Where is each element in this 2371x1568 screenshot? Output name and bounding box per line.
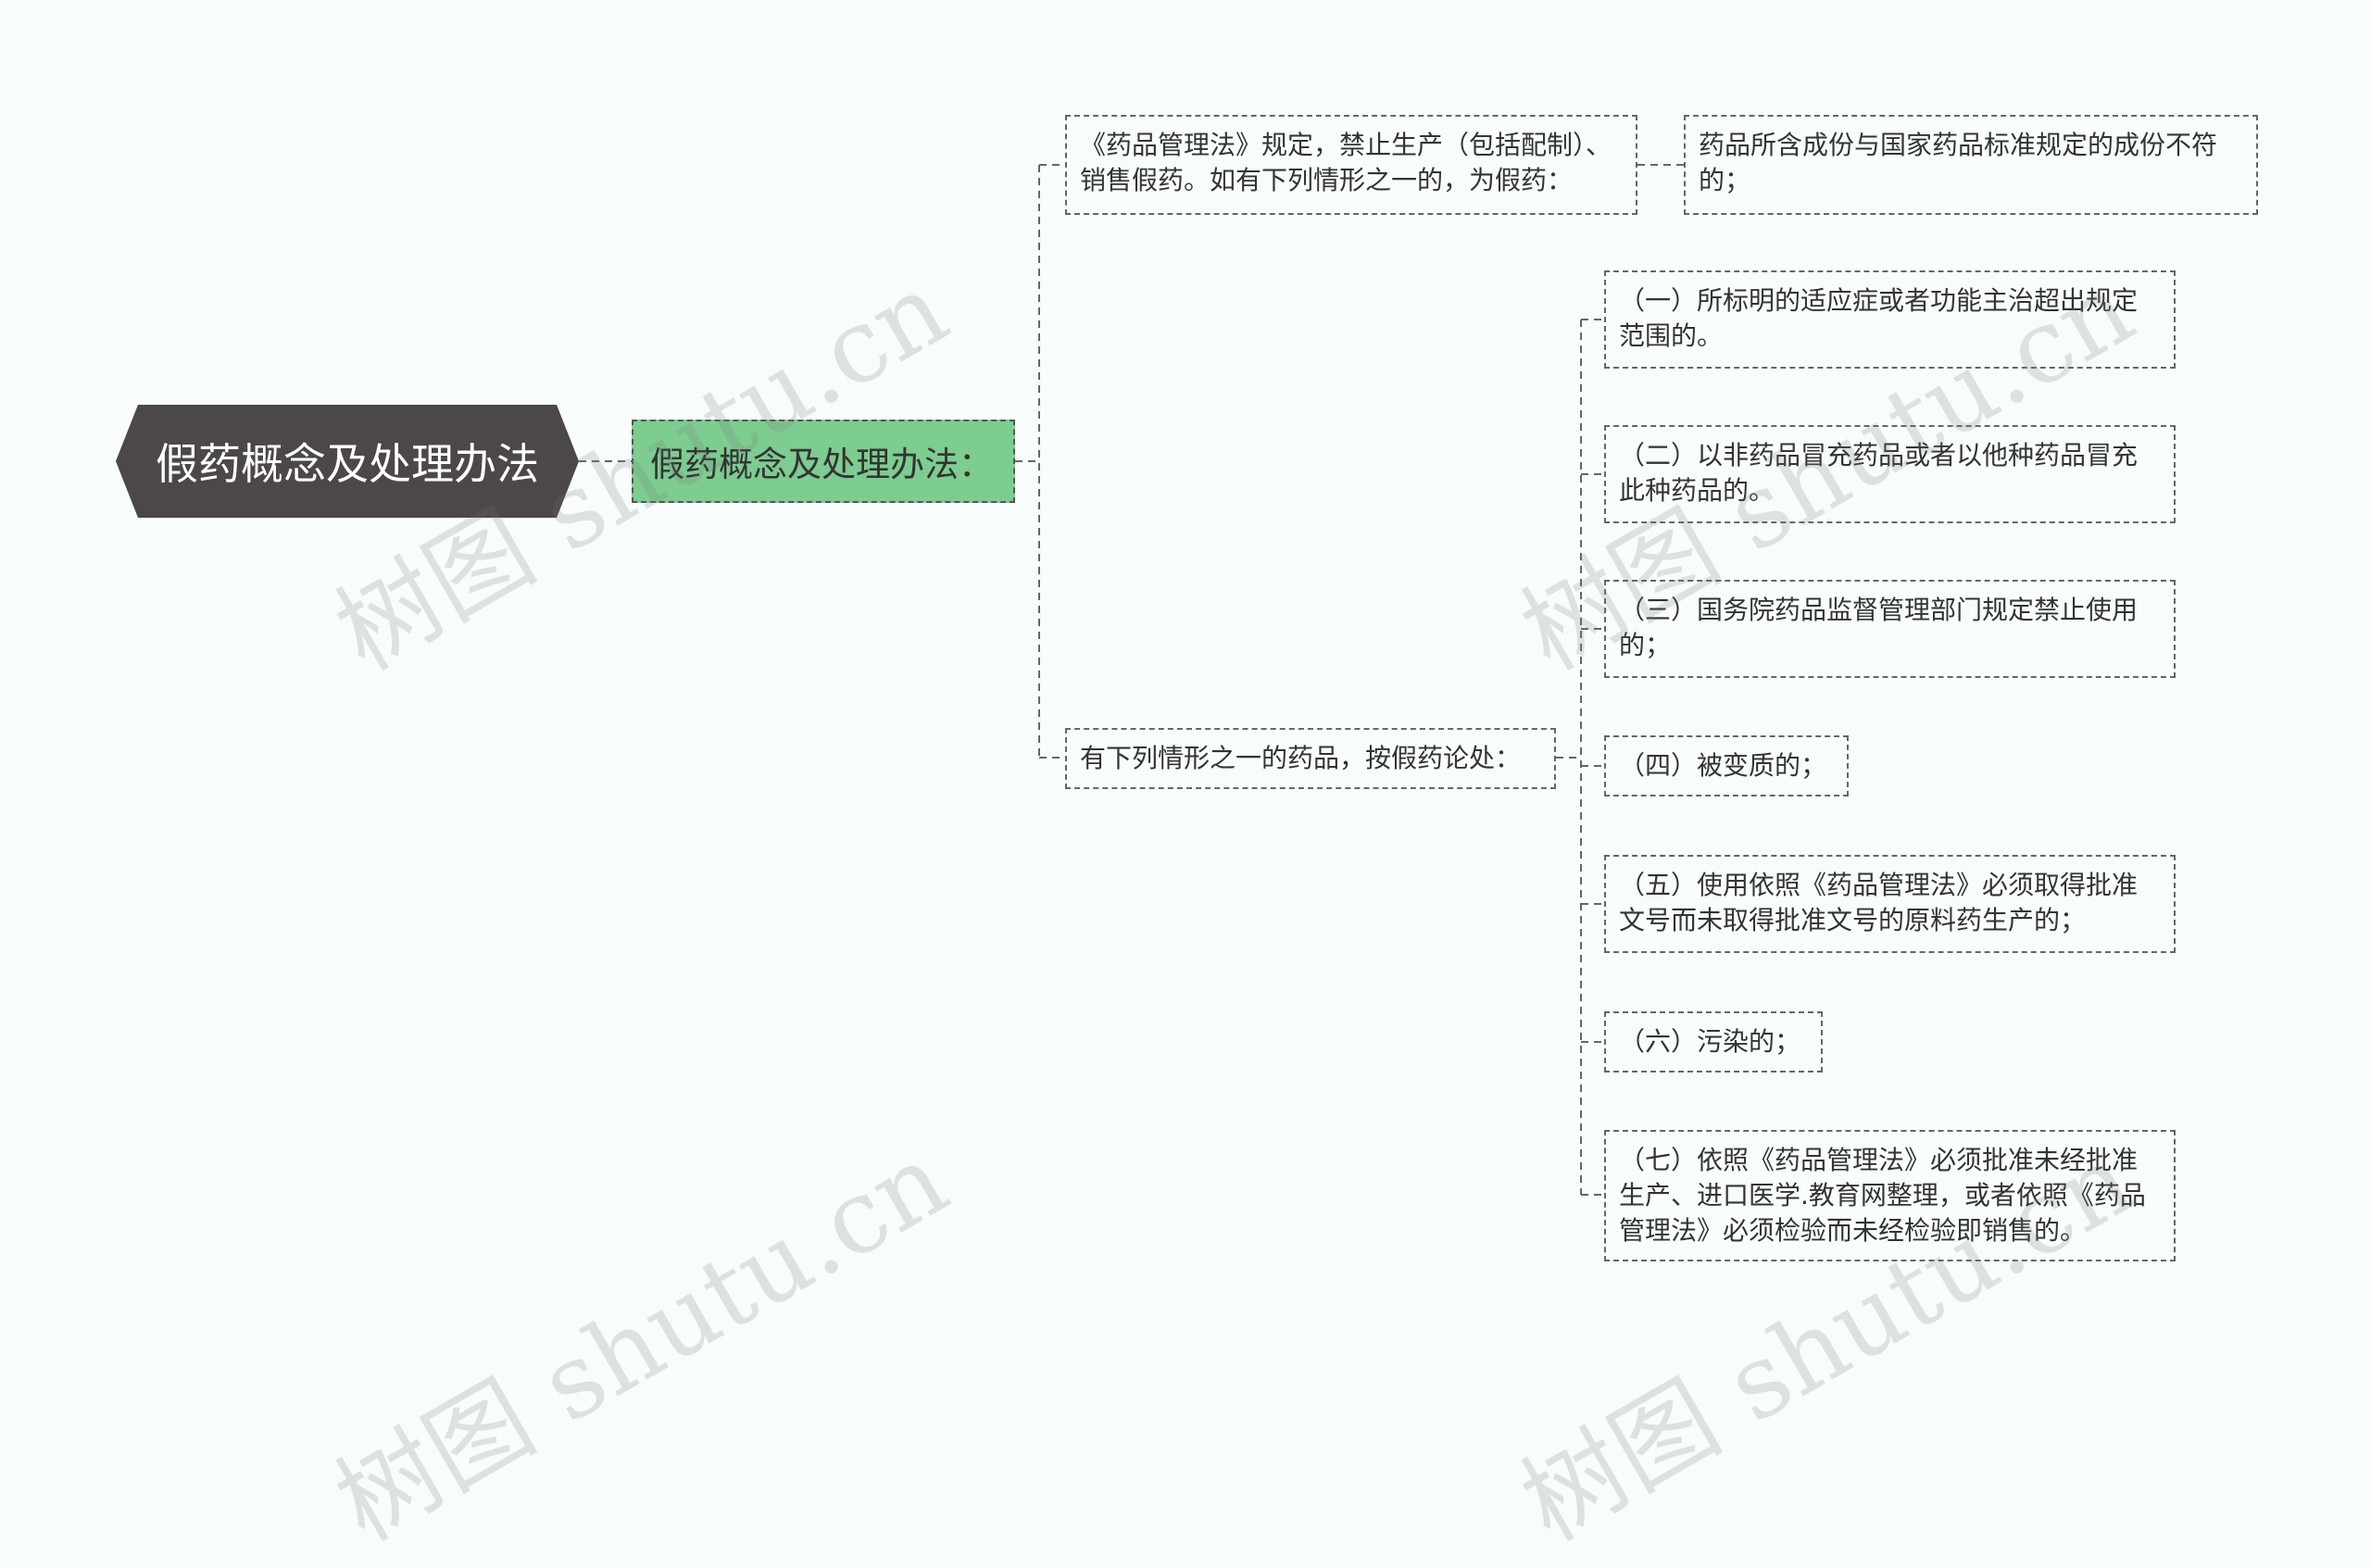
- branch2-child-7-label: （七）依照《药品管理法》必须批准未经批准生产、进口医学.教育网整理，或者依照《药…: [1619, 1145, 2146, 1246]
- branch2-child-7[interactable]: （七）依照《药品管理法》必须批准未经批准生产、进口医学.教育网整理，或者依照《药…: [1604, 1130, 2176, 1261]
- branch2-child-3[interactable]: （三）国务院药品监督管理部门规定禁止使用的；: [1604, 580, 2176, 678]
- connector-lines: [579, 164, 1684, 1196]
- branch1-child-1[interactable]: 药品所含成份与国家药品标准规定的成份不符的；: [1684, 115, 2258, 215]
- branch2-child-1[interactable]: （一）所标明的适应症或者功能主治超出规定范围的。: [1604, 270, 2176, 369]
- branch2-child-2[interactable]: （二）以非药品冒充药品或者以他种药品冒充此种药品的。: [1604, 425, 2176, 523]
- branch2-child-4[interactable]: （四）被变质的；: [1604, 735, 1849, 797]
- branch2-child-1-label: （一）所标明的适应症或者功能主治超出规定范围的。: [1619, 285, 2139, 351]
- branch1-child-1-label: 药品所含成份与国家药品标准规定的成份不符的；: [1699, 130, 2218, 195]
- branch2-child-6-label: （六）污染的；: [1619, 1026, 1801, 1057]
- branch2-child-4-label: （四）被变质的；: [1619, 750, 1827, 781]
- branch2-child-3-label: （三）国务院药品监督管理部门规定禁止使用的；: [1619, 595, 2139, 660]
- branch1-node[interactable]: 《药品管理法》规定，禁止生产（包括配制）、销售假药。如有下列情形之一的，为假药：: [1065, 115, 1637, 215]
- root-node[interactable]: 假药概念及处理办法: [116, 405, 579, 518]
- branch1-label: 《药品管理法》规定，禁止生产（包括配制）、销售假药。如有下列情形之一的，为假药：: [1080, 130, 1612, 195]
- root-label: 假药概念及处理办法: [156, 439, 539, 489]
- branch2-label: 有下列情形之一的药品，按假药论处：: [1080, 743, 1522, 773]
- branch2-child-2-label: （二）以非药品冒充药品或者以他种药品冒充此种药品的。: [1619, 440, 2139, 506]
- subtopic-label: 假药概念及处理办法：: [650, 445, 993, 484]
- subtopic-node[interactable]: 假药概念及处理办法：: [632, 420, 1015, 503]
- branch2-child-5[interactable]: （五）使用依照《药品管理法》必须取得批准文号而未取得批准文号的原料药生产的；: [1604, 855, 2176, 953]
- branch2-child-6[interactable]: （六）污染的；: [1604, 1011, 1823, 1073]
- branch2-child-5-label: （五）使用依照《药品管理法》必须取得批准文号而未取得批准文号的原料药生产的；: [1619, 870, 2139, 935]
- branch2-node[interactable]: 有下列情形之一的药品，按假药论处：: [1065, 728, 1556, 789]
